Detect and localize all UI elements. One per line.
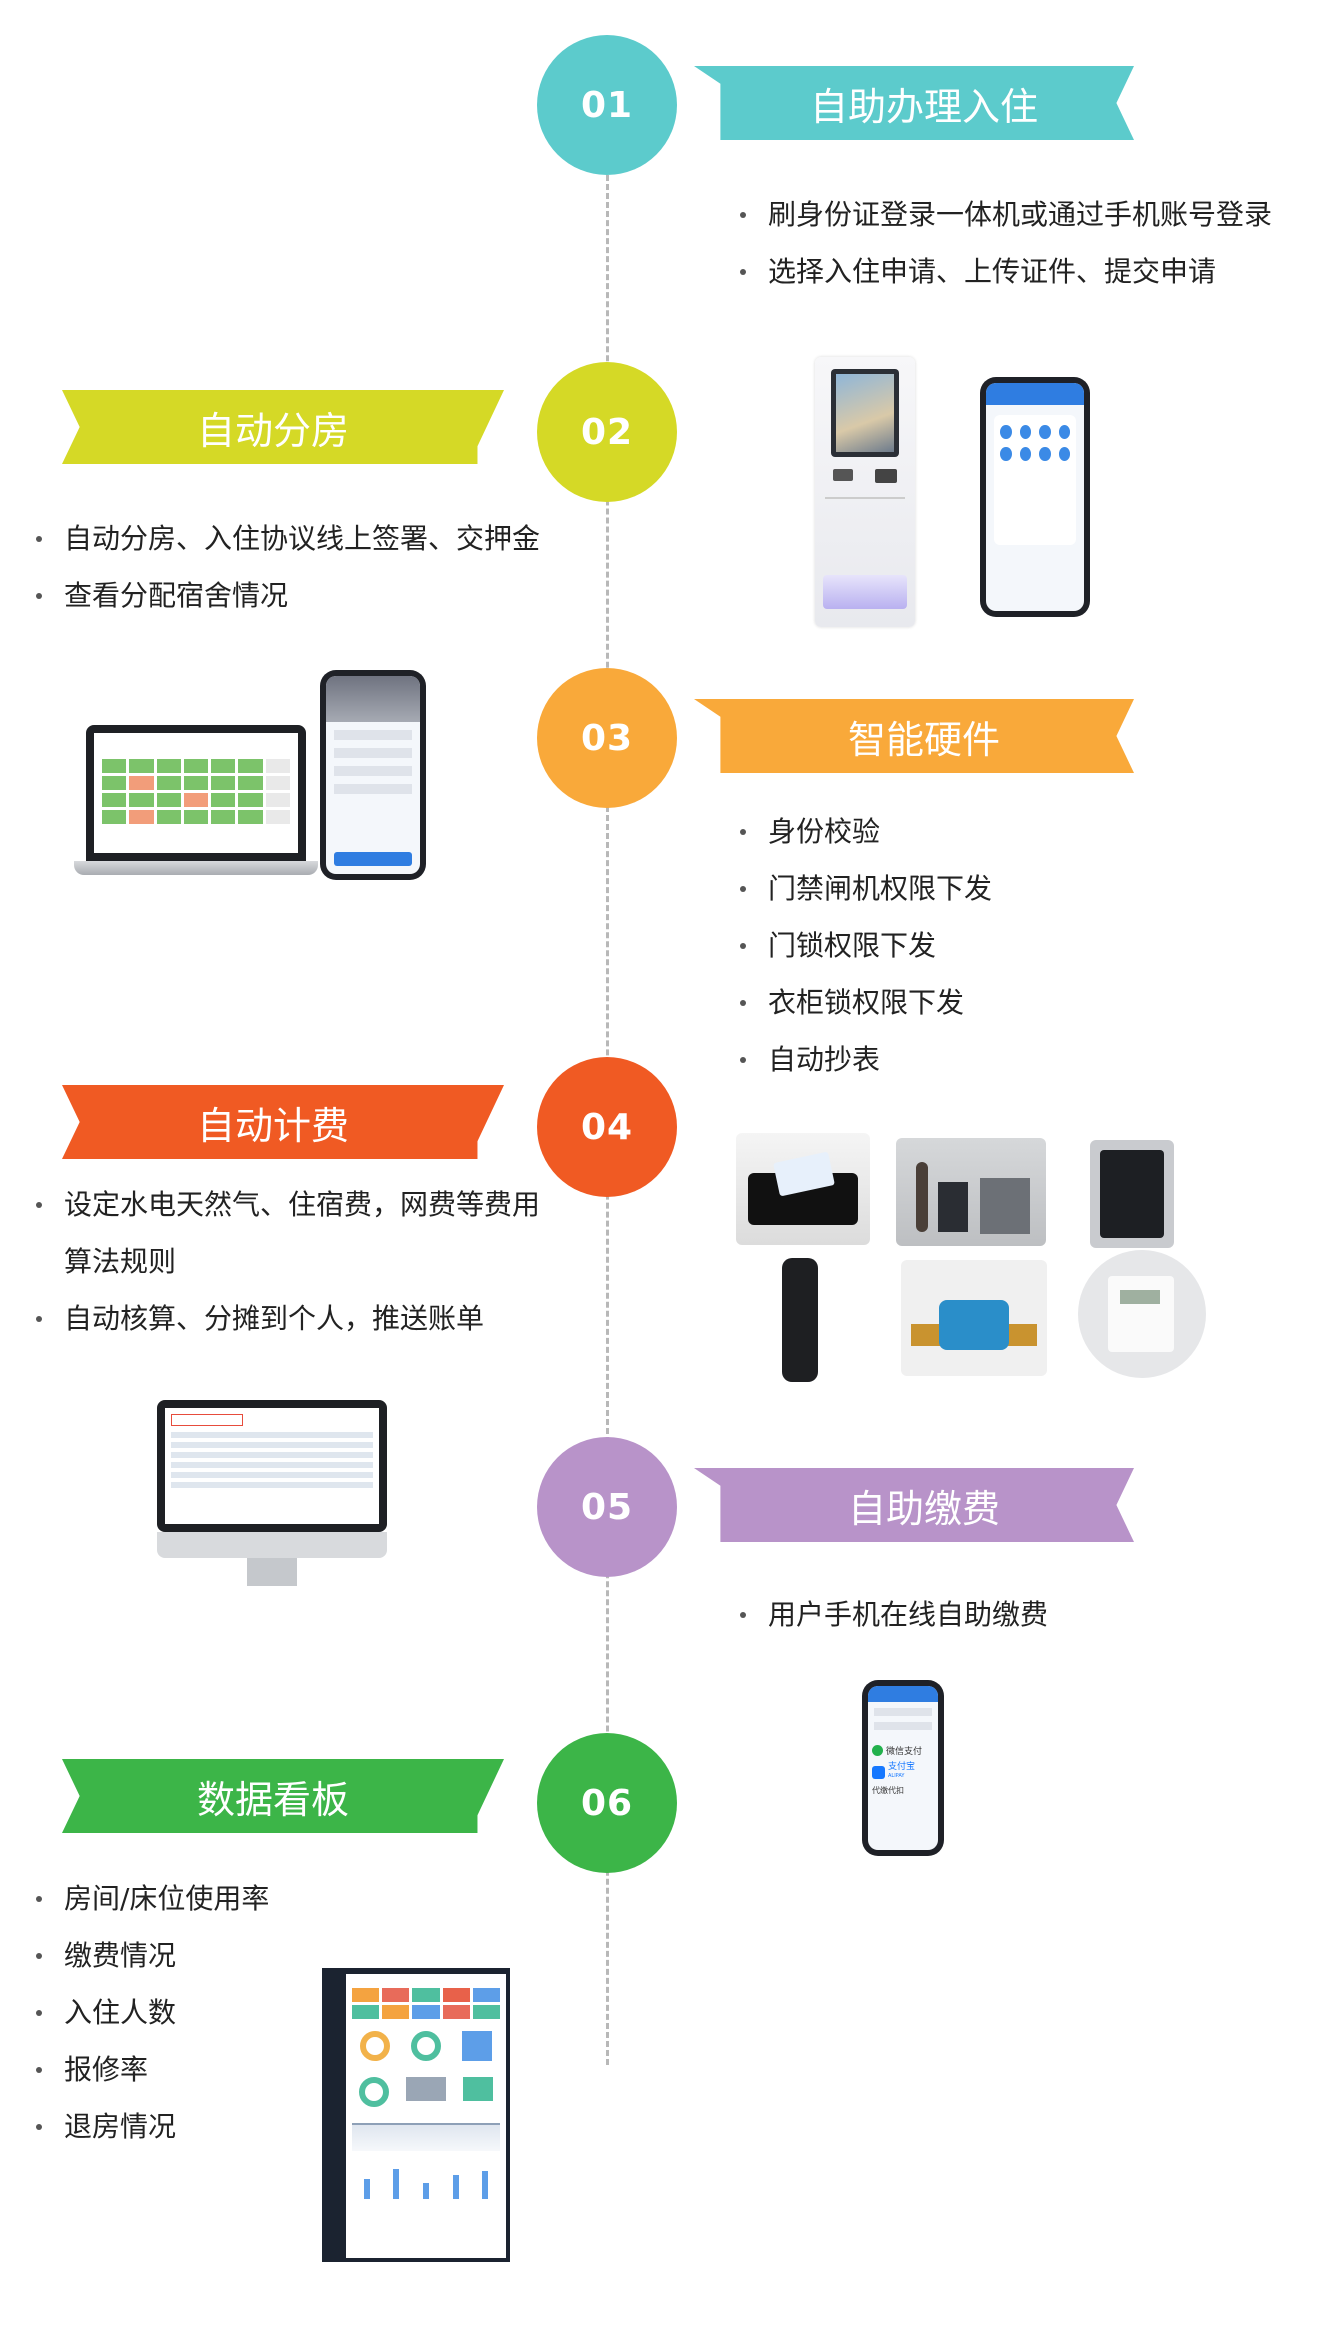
billing-desktop-image xyxy=(157,1400,387,1590)
alipay-en-label: ALIPAY xyxy=(888,1773,905,1779)
step-5-title-banner: 自助缴费 xyxy=(694,1468,1134,1542)
step-3-bullet-4: 衣柜锁权限下发 xyxy=(738,974,992,1031)
alipay-label: 支付宝 xyxy=(888,1762,916,1772)
step-6-title: 数据看板 xyxy=(196,1777,349,1822)
step-2-bullet-list: 自动分房、入住协议线上签署、交押金 查看分配宿舍情况 xyxy=(34,510,540,624)
turnstile-gate-image xyxy=(896,1138,1046,1246)
smart-door-lock-image xyxy=(782,1258,818,1382)
step-3-title: 智能硬件 xyxy=(847,717,1000,762)
step-3-bullet-5: 自动抄表 xyxy=(738,1031,992,1088)
room-detail-phone-image xyxy=(320,670,426,880)
wechat-pay-label: 微信支付 xyxy=(886,1747,923,1757)
step-1-title: 自助办理入住 xyxy=(809,84,1038,129)
step-4-title-banner: 自动计费 xyxy=(62,1085,504,1159)
step-3-bullet-3: 门锁权限下发 xyxy=(738,917,992,974)
step-6-bullet-2: 缴费情况 xyxy=(34,1927,269,1984)
step-2-number-circle: 02 xyxy=(537,362,677,502)
step-6-bullet-1: 房间/床位使用率 xyxy=(34,1870,269,1927)
payment-phone-image: 微信支付 支付宝 ALIPAY 代缴代扣 xyxy=(862,1680,944,1856)
step-1-bullet-2: 选择入住申请、上传证件、提交申请 xyxy=(738,243,1272,300)
step-3-bullet-list: 身份校验 门禁闸机权限下发 门锁权限下发 衣柜锁权限下发 自动抄表 xyxy=(738,803,992,1088)
step-4-bullet-1: 设定水电天然气、住宿费，网费等费用算法规则 xyxy=(34,1176,554,1290)
step-3-number-circle: 03 xyxy=(537,668,677,808)
step-4-bullet-list: 设定水电天然气、住宿费，网费等费用算法规则 自动核算、分摊到个人，推送账单 xyxy=(34,1176,554,1347)
step-5-bullet-1: 用户手机在线自助缴费 xyxy=(738,1586,1048,1643)
proxy-payment-label: 代缴代扣 xyxy=(872,1786,904,1795)
step-3-title-banner: 智能硬件 xyxy=(694,699,1134,773)
id-card-reader-image xyxy=(736,1133,870,1245)
step-6-bullet-list: 房间/床位使用率 缴费情况 入住人数 报修率 退房情况 xyxy=(34,1870,269,2155)
wechat-pay-icon xyxy=(872,1745,883,1756)
step-6-bullet-4: 报修率 xyxy=(34,2041,269,2098)
step-5-bullet-list: 用户手机在线自助缴费 xyxy=(738,1586,1048,1643)
step-6-title-banner: 数据看板 xyxy=(62,1759,504,1833)
water-meter-image xyxy=(901,1260,1047,1376)
step-4-number-circle: 04 xyxy=(537,1057,677,1197)
step-3-bullet-2: 门禁闸机权限下发 xyxy=(738,860,992,917)
step-6-number-circle: 06 xyxy=(537,1733,677,1873)
step-4-bullet-2: 自动核算、分摊到个人，推送账单 xyxy=(34,1290,554,1347)
alipay-icon xyxy=(872,1765,885,1779)
step-1-bullet-1: 刷身份证登录一体机或通过手机账号登录 xyxy=(738,186,1272,243)
step-2-title: 自动分房 xyxy=(196,408,349,453)
step-5-title: 自助缴费 xyxy=(847,1486,1000,1531)
step-2-title-banner: 自动分房 xyxy=(62,390,504,464)
step-2-bullet-2: 查看分配宿舍情况 xyxy=(34,567,540,624)
step-4-title: 自动计费 xyxy=(196,1103,349,1148)
step-1-bullet-list: 刷身份证登录一体机或通过手机账号登录 选择入住申请、上传证件、提交申请 xyxy=(738,186,1272,300)
electric-meter-image xyxy=(1078,1250,1206,1378)
step-5-number-circle: 05 xyxy=(537,1437,677,1577)
step-3-bullet-1: 身份校验 xyxy=(738,803,992,860)
data-dashboard-image xyxy=(322,1968,510,2262)
step-6-bullet-3: 入住人数 xyxy=(34,1984,269,2041)
alipay-option: 支付宝 ALIPAY xyxy=(872,1763,934,1781)
step-1-number-circle: 01 xyxy=(537,35,677,175)
step-6-bullet-5: 退房情况 xyxy=(34,2098,269,2155)
step-1-title-banner: 自助办理入住 xyxy=(694,66,1134,140)
wechat-pay-option: 微信支付 xyxy=(872,1744,934,1757)
room-assignment-laptop-image xyxy=(74,725,318,875)
mobile-app-login-image xyxy=(980,377,1090,617)
step-2-bullet-1: 自动分房、入住协议线上签署、交押金 xyxy=(34,510,540,567)
self-service-kiosk-image xyxy=(815,357,915,627)
access-keypad-image xyxy=(1090,1140,1174,1248)
